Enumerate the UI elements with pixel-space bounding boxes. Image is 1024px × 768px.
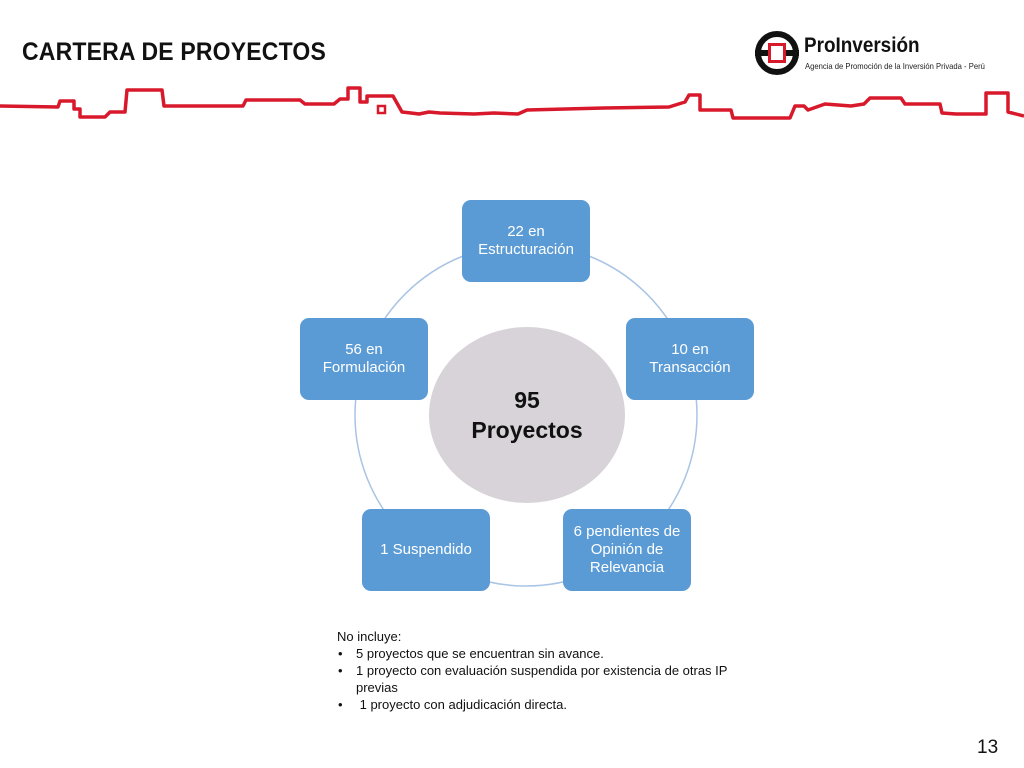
center-total: 95 Proyectos <box>429 327 625 503</box>
header-line-marker <box>376 104 387 115</box>
proinversion-logo: ProInversión Agencia de Promoción de la … <box>754 30 985 78</box>
node-estructuracion: 22 en Estructuración <box>462 200 590 282</box>
notes-heading: No incluye: <box>337 629 402 644</box>
slide-title: CARTERA DE PROYECTOS <box>22 38 327 66</box>
notes-list: 5 proyectos que se encuentran sin avance… <box>337 645 737 713</box>
center-total-label: Proyectos <box>471 417 583 443</box>
node-opinion-relevancia: 6 pendientes de Opinión de Relevancia <box>563 509 691 591</box>
proinversion-emblem-icon <box>755 31 799 75</box>
logo-name: ProInversión <box>804 34 920 57</box>
node-suspendido: 1 Suspendido <box>362 509 490 591</box>
logo-tagline: Agencia de Promoción de la Inversión Pri… <box>805 61 985 71</box>
node-formulacion: 56 en Formulación <box>300 318 428 400</box>
notes-item: 5 proyectos que se encuentran sin avance… <box>337 645 737 662</box>
notes: No incluye: 5 proyectos que se encuentra… <box>337 628 737 713</box>
header-decorative-line <box>0 86 1024 120</box>
notes-item: 1 proyecto con evaluación suspendida por… <box>337 662 737 696</box>
header-line-path <box>0 86 1024 120</box>
node-transaccion: 10 en Transacción <box>626 318 754 400</box>
notes-item: 1 proyecto con adjudicación directa. <box>337 696 737 713</box>
page-number: 13 <box>977 737 999 758</box>
center-total-number: 95 <box>514 387 540 413</box>
